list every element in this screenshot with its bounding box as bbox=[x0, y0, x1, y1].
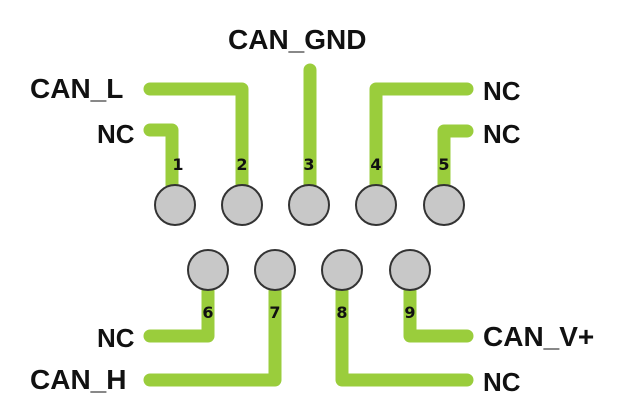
wire-pin-7 bbox=[143, 263, 282, 387]
pin-6-number: 6 bbox=[202, 303, 213, 322]
pin-4-number: 4 bbox=[370, 155, 381, 174]
pin-4-signal-label: NC bbox=[483, 76, 521, 106]
pin-5-contact bbox=[423, 184, 465, 226]
pin-3-number: 3 bbox=[303, 155, 314, 174]
pin-4-contact bbox=[355, 184, 397, 226]
pin-6-contact bbox=[187, 249, 229, 291]
pin-2-number: 2 bbox=[236, 155, 247, 174]
pin-8-number: 8 bbox=[336, 303, 347, 322]
pin-3-signal-label: CAN_GND bbox=[228, 24, 367, 55]
pin-7-number: 7 bbox=[269, 303, 280, 322]
pin-7-contact bbox=[254, 249, 296, 291]
pin-5-number: 5 bbox=[438, 155, 449, 174]
pin-8-contact bbox=[321, 249, 363, 291]
wire-pin-9 bbox=[403, 263, 474, 343]
pin-1-signal-label: NC bbox=[97, 119, 135, 149]
wire-pin-2 bbox=[143, 82, 249, 192]
wire-pin-5 bbox=[437, 124, 474, 192]
pin-6-signal-label: NC bbox=[97, 323, 135, 353]
pin-5-signal-label: NC bbox=[483, 119, 521, 149]
pin-2-contact bbox=[221, 184, 263, 226]
pin-2-signal-label: CAN_L bbox=[30, 73, 124, 104]
pin-9-signal-label: CAN_V+ bbox=[483, 321, 595, 352]
wire-pin-8 bbox=[335, 263, 474, 387]
pin-8-signal-label: NC bbox=[483, 367, 521, 397]
pin-1-contact bbox=[154, 184, 196, 226]
wire-pin-1 bbox=[143, 123, 179, 192]
wire-pin-6 bbox=[143, 263, 215, 343]
pin-7-signal-label: CAN_H bbox=[30, 364, 127, 395]
pin-1-number: 1 bbox=[172, 155, 183, 174]
pin-3-contact bbox=[288, 184, 330, 226]
wire-pin-4 bbox=[369, 82, 474, 192]
pin-9-number: 9 bbox=[404, 303, 415, 322]
pin-9-contact bbox=[389, 249, 431, 291]
